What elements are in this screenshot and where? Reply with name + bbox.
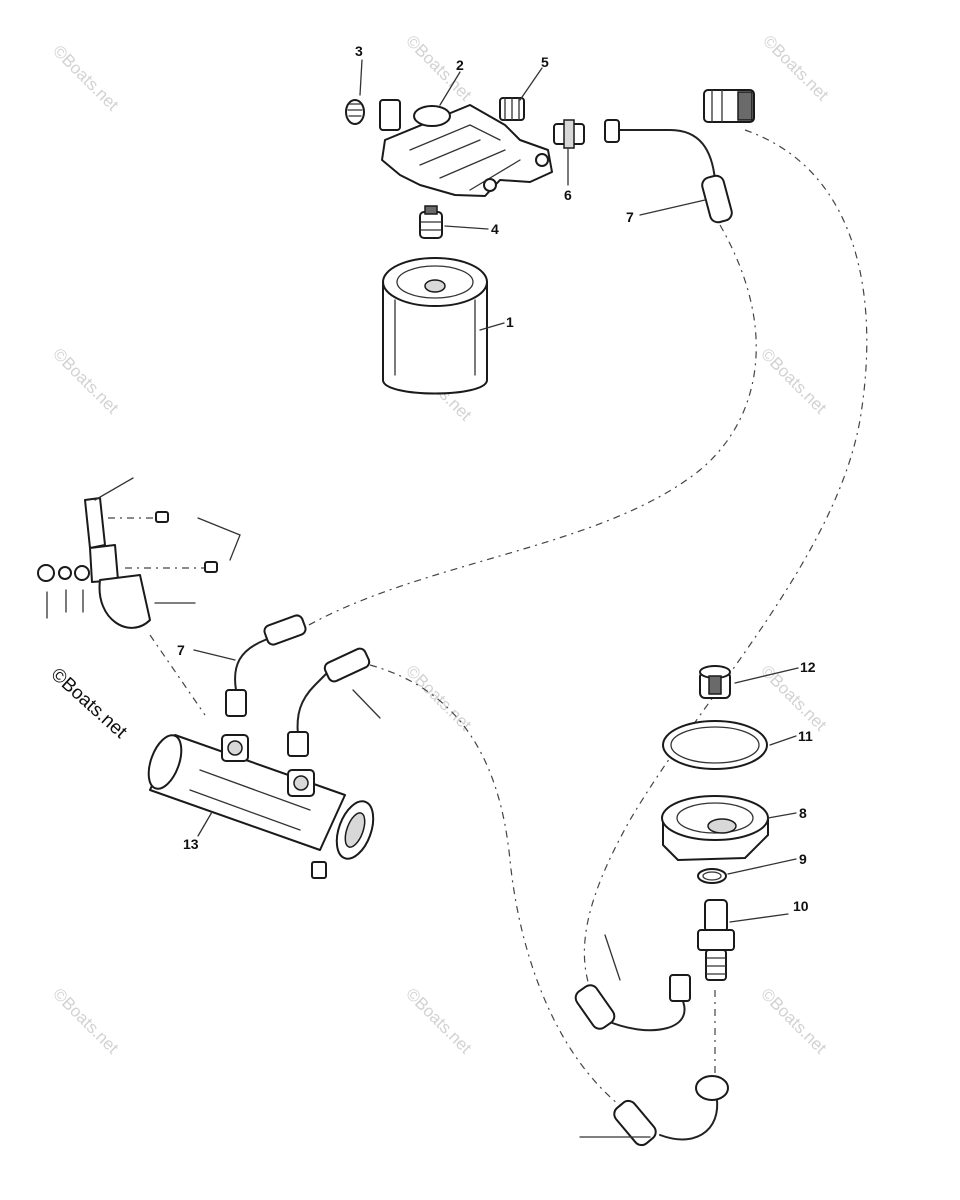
- oil-filter: [382, 257, 488, 395]
- watermark: ©Boats.net: [757, 984, 830, 1057]
- callout-10: 10: [793, 898, 809, 914]
- watermark: ©Boats.net: [402, 984, 475, 1057]
- watermark: ©Boats.net: [757, 661, 830, 734]
- callout-5: 5: [541, 54, 549, 70]
- fitting-6: [553, 119, 585, 149]
- watermark: ©Boats.net: [402, 31, 475, 104]
- hose-centerlines: [108, 129, 868, 1121]
- callout-7-lower: 7: [177, 642, 185, 658]
- filter-adapter-8: [661, 795, 769, 861]
- adapter-fitting-10: [697, 899, 735, 981]
- fitting-5: [499, 97, 525, 121]
- watermark: ©Boats.net: [49, 984, 122, 1057]
- hose-lower-right: [574, 934, 729, 1147]
- leader-lines: [193, 59, 799, 923]
- center-fitting-12: [699, 665, 731, 699]
- callout-2: 2: [456, 57, 464, 73]
- hose-lower-left: [225, 614, 381, 757]
- callout-6: 6: [564, 187, 572, 203]
- callout-11: 11: [798, 728, 813, 744]
- pipe-plug: [345, 99, 365, 125]
- threaded-nipple-4: [419, 205, 443, 239]
- watermark: ©Boats.net: [757, 344, 830, 417]
- watermark: ©Boats.net: [759, 31, 832, 104]
- hose-bracket-assembly: [37, 477, 241, 629]
- callout-8: 8: [799, 805, 807, 821]
- watermark: ©Boats.net: [49, 344, 122, 417]
- watermark: ©Boats.net: [402, 661, 475, 734]
- callout-1: 1: [506, 314, 514, 330]
- callout-13: 13: [183, 836, 199, 852]
- oil-cooler: [147, 734, 375, 879]
- callout-labels: 3 2 5 6 4 1 7 7 12 11 8 9 10 13: [177, 43, 816, 914]
- callout-7-upper: 7: [626, 209, 634, 225]
- callout-4: 4: [491, 221, 499, 237]
- callout-12: 12: [800, 659, 816, 675]
- gasket-ring-11: [662, 720, 768, 770]
- watermark: ©Boats.net: [49, 41, 122, 114]
- brand-stamp: ©Boats.net: [47, 664, 132, 743]
- filter-mount-bracket: [379, 99, 553, 197]
- o-ring-9: [697, 868, 727, 884]
- callout-3: 3: [355, 43, 363, 59]
- callout-9: 9: [799, 851, 807, 867]
- hose-upper: [604, 89, 755, 224]
